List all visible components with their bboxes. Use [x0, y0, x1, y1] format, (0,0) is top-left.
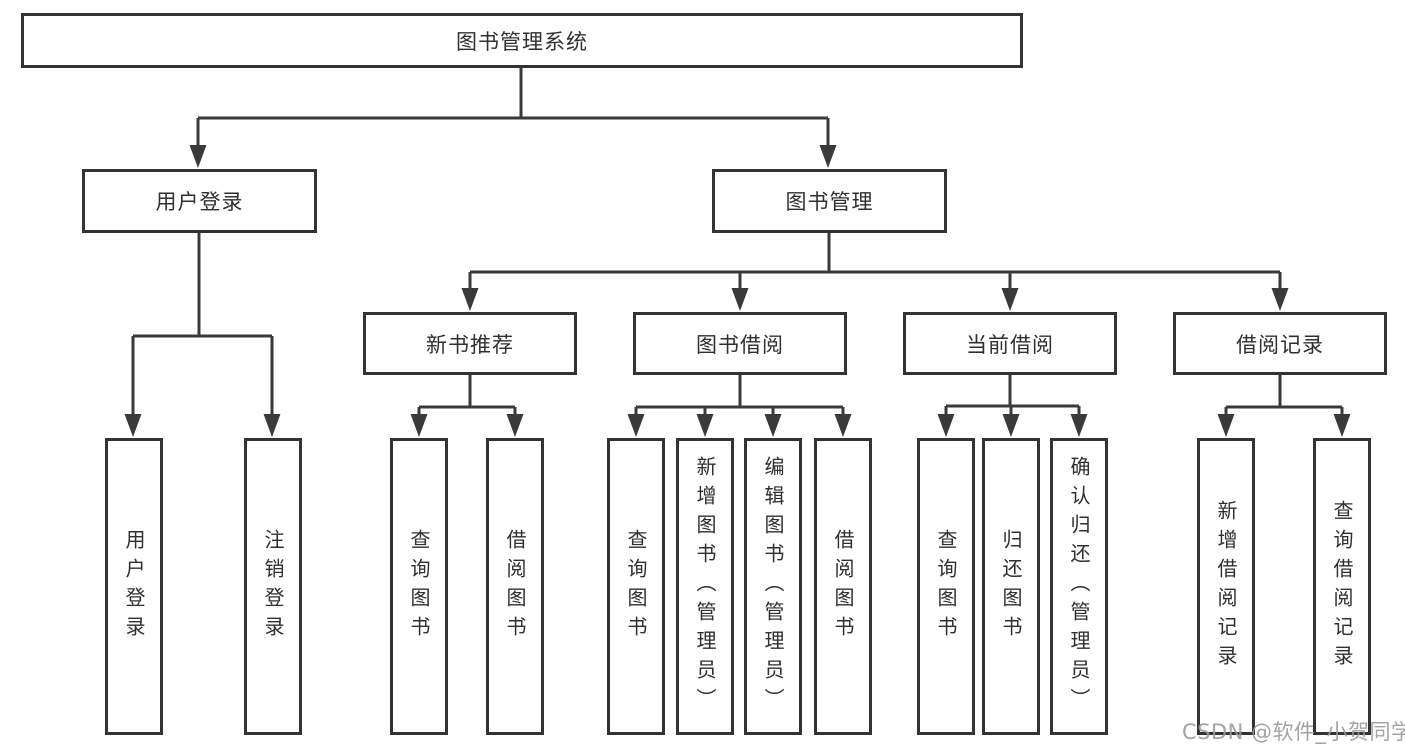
leaf-borrowing-edit-books-admin: 编辑图书（管理员） — [744, 438, 802, 735]
leaf-current-confirm-return-admin-label: 确认归还（管理员） — [1067, 456, 1091, 717]
node-new-book-recommend: 新书推荐 — [363, 312, 577, 375]
leaf-recommend-borrow-books-label: 借阅图书 — [503, 528, 527, 645]
leaf-records-query-record: 查询借阅记录 — [1313, 438, 1371, 735]
node-new-book-recommend-label: 新书推荐 — [426, 332, 514, 357]
leaf-records-query-record-label: 查询借阅记录 — [1330, 499, 1354, 674]
leaf-current-confirm-return-admin: 确认归还（管理员） — [1050, 438, 1108, 735]
leaf-borrowing-add-books-admin: 新增图书（管理员） — [676, 438, 734, 735]
node-book-borrowing-label: 图书借阅 — [696, 332, 784, 357]
leaf-recommend-query-books-label: 查询图书 — [407, 528, 431, 645]
leaf-current-query-books-label: 查询图书 — [934, 528, 958, 645]
leaf-borrowing-borrow-books: 借阅图书 — [814, 438, 872, 735]
node-current-borrowing: 当前借阅 — [903, 312, 1117, 375]
node-book-management: 图书管理 — [712, 169, 947, 233]
leaf-current-query-books: 查询图书 — [917, 438, 975, 735]
leaf-recommend-borrow-books: 借阅图书 — [486, 438, 544, 735]
node-book-borrowing: 图书借阅 — [633, 312, 847, 375]
leaf-user-login-label: 用户登录 — [122, 528, 146, 645]
leaf-logout: 注销登录 — [244, 438, 302, 735]
leaf-borrowing-add-books-admin-label: 新增图书（管理员） — [693, 456, 717, 717]
node-current-borrowing-label: 当前借阅 — [966, 332, 1054, 357]
node-user-login: 用户登录 — [82, 169, 317, 233]
leaf-current-return-books: 归还图书 — [982, 438, 1040, 735]
node-borrowing-records-label: 借阅记录 — [1236, 332, 1324, 357]
node-borrowing-records: 借阅记录 — [1173, 312, 1387, 375]
leaf-logout-label: 注销登录 — [261, 528, 285, 645]
leaf-user-login: 用户登录 — [105, 438, 163, 735]
leaf-records-add-record: 新增借阅记录 — [1197, 438, 1255, 735]
leaf-borrowing-borrow-books-label: 借阅图书 — [831, 528, 855, 645]
node-user-login-label: 用户登录 — [155, 190, 244, 214]
node-book-management-label: 图书管理 — [785, 190, 874, 214]
leaf-records-add-record-label: 新增借阅记录 — [1214, 499, 1238, 674]
leaf-borrowing-query-books-label: 查询图书 — [624, 528, 648, 645]
arrowheads — [124, 145, 1351, 437]
leaf-borrowing-edit-books-admin-label: 编辑图书（管理员） — [761, 456, 785, 717]
leaf-recommend-query-books: 查询图书 — [390, 438, 448, 735]
node-library-system-label: 图书管理系统 — [456, 29, 588, 54]
leaf-current-return-books-label: 归还图书 — [999, 528, 1023, 645]
leaf-borrowing-query-books: 查询图书 — [607, 438, 665, 735]
node-library-system: 图书管理系统 — [21, 13, 1023, 68]
csdn-watermark: CSDN @软件_小贺同学 — [1182, 720, 1405, 744]
